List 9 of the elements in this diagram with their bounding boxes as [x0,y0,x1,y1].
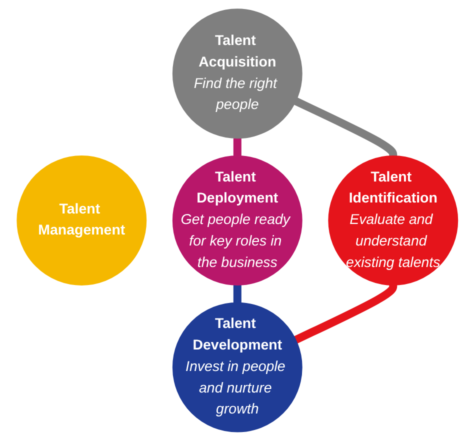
node-circle: Talent Management [16,156,146,286]
node-circle: Talent Development Invest in people and nurture growth [172,302,302,432]
connector [232,136,241,158]
node-circle: Talent Deployment Get people ready for key roles in the business [172,156,302,286]
connector [294,282,397,344]
connector [294,98,397,158]
node-circle: Talent Acquisition Find the right people [172,8,302,139]
node-circle: Talent Identification Evaluate and understand existing talents [328,156,458,286]
connector [232,282,241,306]
